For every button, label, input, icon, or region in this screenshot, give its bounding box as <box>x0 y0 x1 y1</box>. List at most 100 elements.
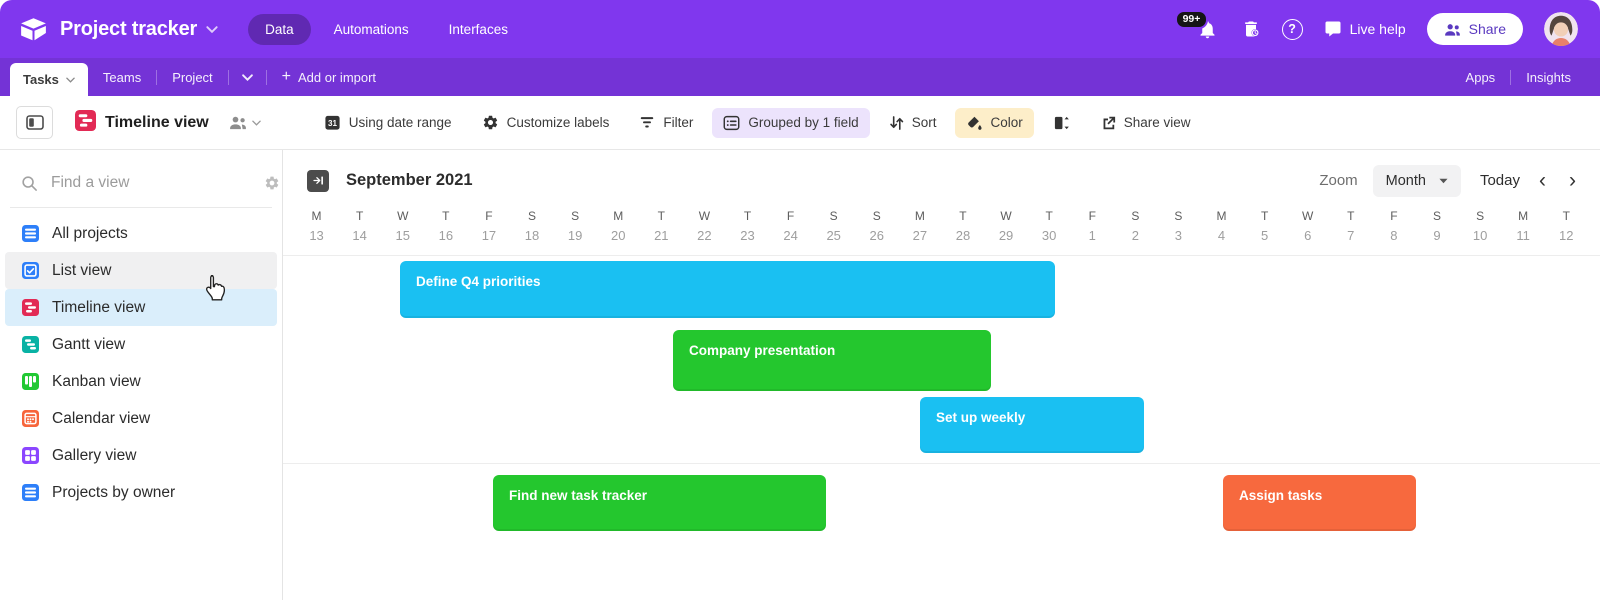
row-height-button[interactable] <box>1042 108 1081 138</box>
top-tab-interfaces[interactable]: Interfaces <box>432 14 525 45</box>
sort-label: Sort <box>911 115 937 130</box>
timeline-bar-label: Set up weekly <box>936 410 1026 425</box>
day-number-label: 29 <box>998 228 1014 243</box>
timeline-bar-label: Assign tasks <box>1239 488 1323 503</box>
find-a-view-input[interactable] <box>51 174 251 192</box>
share-view-icon <box>1100 115 1116 131</box>
color-button[interactable]: Color <box>955 107 1034 138</box>
customize-labels-label: Customize labels <box>506 115 610 130</box>
table-list-chevron-button[interactable] <box>229 73 266 81</box>
airtable-logo[interactable] <box>20 17 47 41</box>
table-tab-project[interactable]: Project <box>172 69 213 85</box>
divider <box>227 69 229 85</box>
insights-link[interactable]: Insights <box>1526 69 1571 85</box>
timeline-bar-label: Find new task tracker <box>509 488 648 503</box>
sort-button[interactable]: Sort <box>878 108 948 138</box>
day-of-week-label: M <box>311 209 322 223</box>
sidebar-item-label: Kanban view <box>52 372 141 390</box>
day-of-week-label: W <box>698 209 711 223</box>
grouped-by-button[interactable]: Grouped by 1 field <box>712 107 870 138</box>
trash-history-button[interactable] <box>1241 19 1261 39</box>
share-view-button[interactable]: Share view <box>1089 108 1202 138</box>
grid-icon <box>22 225 39 242</box>
sidebar-item-kanban-view[interactable]: Kanban view <box>5 363 277 400</box>
day-number-label: 8 <box>1390 228 1398 243</box>
timeline-bar[interactable]: Set up weekly <box>920 397 1144 453</box>
day-number-label: 4 <box>1217 228 1226 243</box>
day-number-label: 28 <box>955 228 971 243</box>
share-button[interactable]: Share <box>1426 13 1523 45</box>
notifications-button[interactable]: 99+ <box>1174 9 1218 40</box>
help-button[interactable]: ? <box>1281 18 1303 40</box>
sidebar-item-calendar-view[interactable]: Calendar view <box>5 400 277 437</box>
top-tab-automations[interactable]: Automations <box>317 14 426 45</box>
live-help-button[interactable]: Live help <box>1324 20 1406 38</box>
day-number-label: 12 <box>1559 228 1574 243</box>
sidebar-item-all-projects[interactable]: All projects <box>5 215 277 252</box>
collaborators-button[interactable] <box>228 115 261 130</box>
date-range-button[interactable]: 31 Using date range <box>313 107 463 138</box>
day-of-week-label: W <box>397 209 409 223</box>
trash-clock-icon <box>1241 19 1261 39</box>
day-number-label: 20 <box>610 228 626 243</box>
sidebar-item-projects-by-owner[interactable]: Projects by owner <box>5 474 277 511</box>
table-tab-teams[interactable]: Teams <box>102 69 142 85</box>
customize-labels-button[interactable]: Customize labels <box>471 107 621 138</box>
day-of-week-label: T <box>743 209 752 223</box>
day-of-week-label: M <box>613 209 624 223</box>
add-or-import-button[interactable]: + Add or import <box>267 69 391 85</box>
next-period-button[interactable]: › <box>1565 170 1580 191</box>
sidebar-item-timeline-view[interactable]: Timeline view <box>5 289 277 326</box>
table-tab-tasks[interactable]: Tasks <box>10 63 88 96</box>
prev-period-button[interactable]: ‹ <box>1535 170 1550 191</box>
user-avatar[interactable] <box>1544 12 1578 46</box>
day-number-label: 26 <box>869 228 884 243</box>
zoom-level-select[interactable]: Month <box>1372 164 1461 197</box>
day-of-week-label: T <box>1562 209 1570 223</box>
divider <box>156 69 158 85</box>
sidebar-item-gantt-view[interactable]: Gantt view <box>5 326 277 363</box>
timeline-bar[interactable]: Assign tasks <box>1223 475 1416 531</box>
timeline-bar[interactable]: Define Q4 priorities <box>400 261 1055 318</box>
sidebar-item-label: All projects <box>52 224 128 242</box>
add-or-import-label: Add or import <box>298 69 377 85</box>
search-icon <box>21 175 38 192</box>
sidebar-item-gallery-view[interactable]: Gallery view <box>5 437 277 474</box>
timeline-bar[interactable]: Company presentation <box>673 330 991 391</box>
top-nav-right: 99+ ? Live help Shar <box>1174 9 1578 46</box>
day-of-week-label: S <box>1131 209 1140 223</box>
chevron-down-icon[interactable] <box>206 25 218 33</box>
day-number-label: 5 <box>1260 228 1269 243</box>
top-tab-data[interactable]: Data <box>248 13 311 45</box>
gear-icon <box>482 114 499 131</box>
expand-icon <box>312 176 323 185</box>
filter-button[interactable]: Filter <box>628 108 704 137</box>
date-column-header: M 13 <box>295 207 338 255</box>
today-button[interactable]: Today <box>1479 172 1520 189</box>
group-icon <box>723 115 740 131</box>
view-settings-gear-icon[interactable] <box>264 175 280 191</box>
day-number-label: 13 <box>309 228 324 243</box>
filter-icon <box>639 115 655 130</box>
day-number-label: 21 <box>654 228 669 243</box>
sidebar-toggle-button[interactable] <box>16 106 53 139</box>
sidebar-item-list-view[interactable]: List view <box>5 252 277 289</box>
apps-link[interactable]: Apps <box>1465 69 1496 85</box>
timeline-bar[interactable]: Find new task tracker <box>493 475 826 531</box>
timeline-header-controls: Zoom Month Today ‹ › <box>1319 164 1580 197</box>
notification-count-badge: 99+ <box>1174 9 1209 30</box>
expand-record-button[interactable] <box>307 169 329 192</box>
